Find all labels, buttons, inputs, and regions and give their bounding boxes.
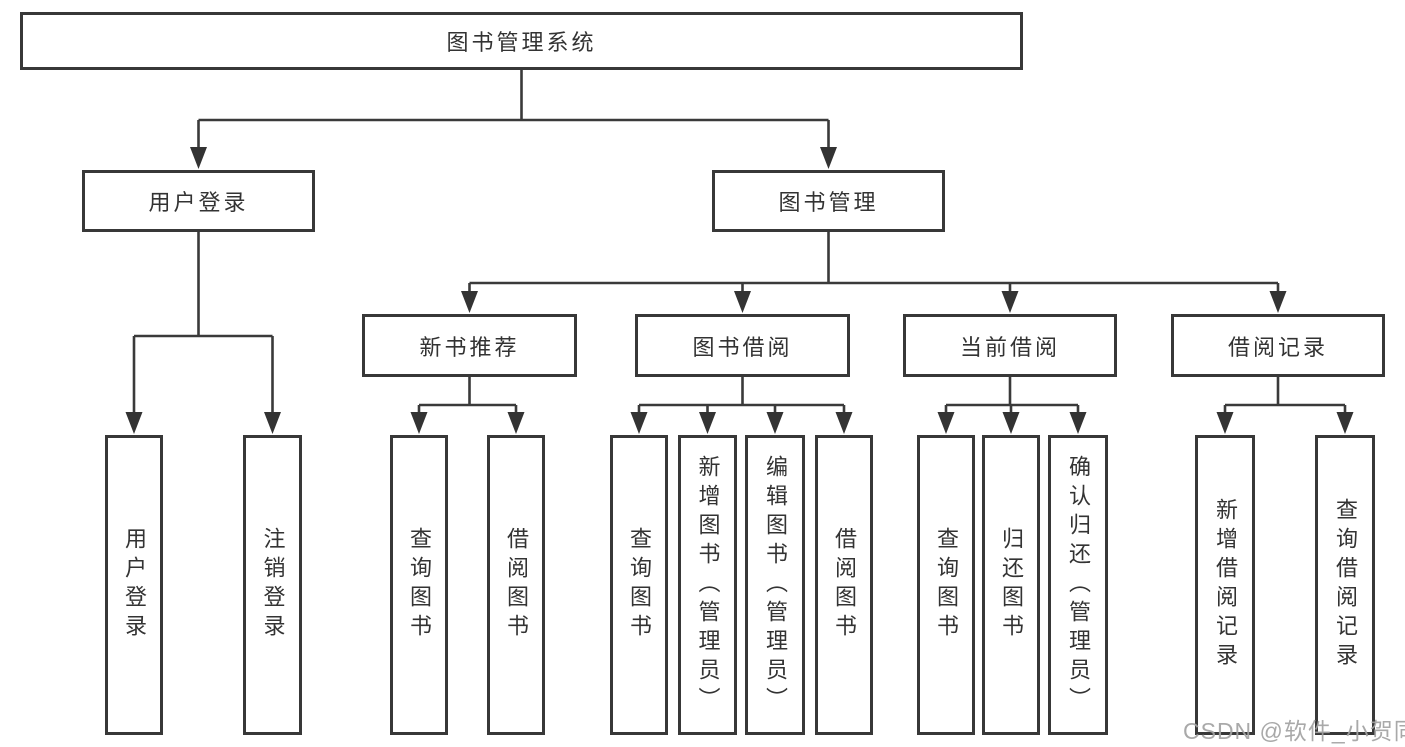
leaf-br-query-borrow-record: 查询借阅记录 [1315, 435, 1375, 735]
csdn-watermark: CSDN @软件_小贺同学 [1183, 718, 1405, 744]
connector-user-login-to-leaves [132, 232, 274, 428]
leaf-nbr-borrow-books: 借阅图书 [487, 435, 545, 735]
leaf-bb-edit-books-admin: 编辑图书（管理员） [745, 435, 805, 735]
node-borrowing-records: 借阅记录 [1171, 314, 1385, 377]
node-library-management-system: 图书管理系统 [20, 12, 1023, 70]
leaf-br-add-borrow-record: 新增借阅记录 [1195, 435, 1255, 735]
node-current-borrowing: 当前借阅 [903, 314, 1117, 377]
leaf-bb-borrow-books: 借阅图书 [815, 435, 873, 735]
leaf-bb-query-books: 查询图书 [610, 435, 668, 735]
node-user-login: 用户登录 [82, 170, 315, 232]
connector-borrow-records-to-leaves [1223, 377, 1347, 428]
node-book-management: 图书管理 [712, 170, 945, 232]
leaf-nbr-query-books: 查询图书 [390, 435, 448, 735]
leaf-cb-confirm-return-admin: 确认归还（管理员） [1048, 435, 1108, 735]
connector-root-to-level1 [197, 70, 830, 164]
connector-book-mgmt-to-level2 [468, 232, 1280, 308]
connector-new-book-rec-to-leaves [417, 377, 518, 428]
leaf-bb-add-books-admin: 新增图书（管理员） [678, 435, 737, 735]
leaf-logout: 注销登录 [243, 435, 302, 735]
connector-book-borrow-to-leaves [637, 377, 846, 428]
leaf-cb-return-books: 归还图书 [982, 435, 1040, 735]
leaf-cb-query-books: 查询图书 [917, 435, 975, 735]
node-new-book-recommend: 新书推荐 [362, 314, 577, 377]
node-book-borrowing: 图书借阅 [635, 314, 850, 377]
leaf-user-login: 用户登录 [105, 435, 163, 735]
